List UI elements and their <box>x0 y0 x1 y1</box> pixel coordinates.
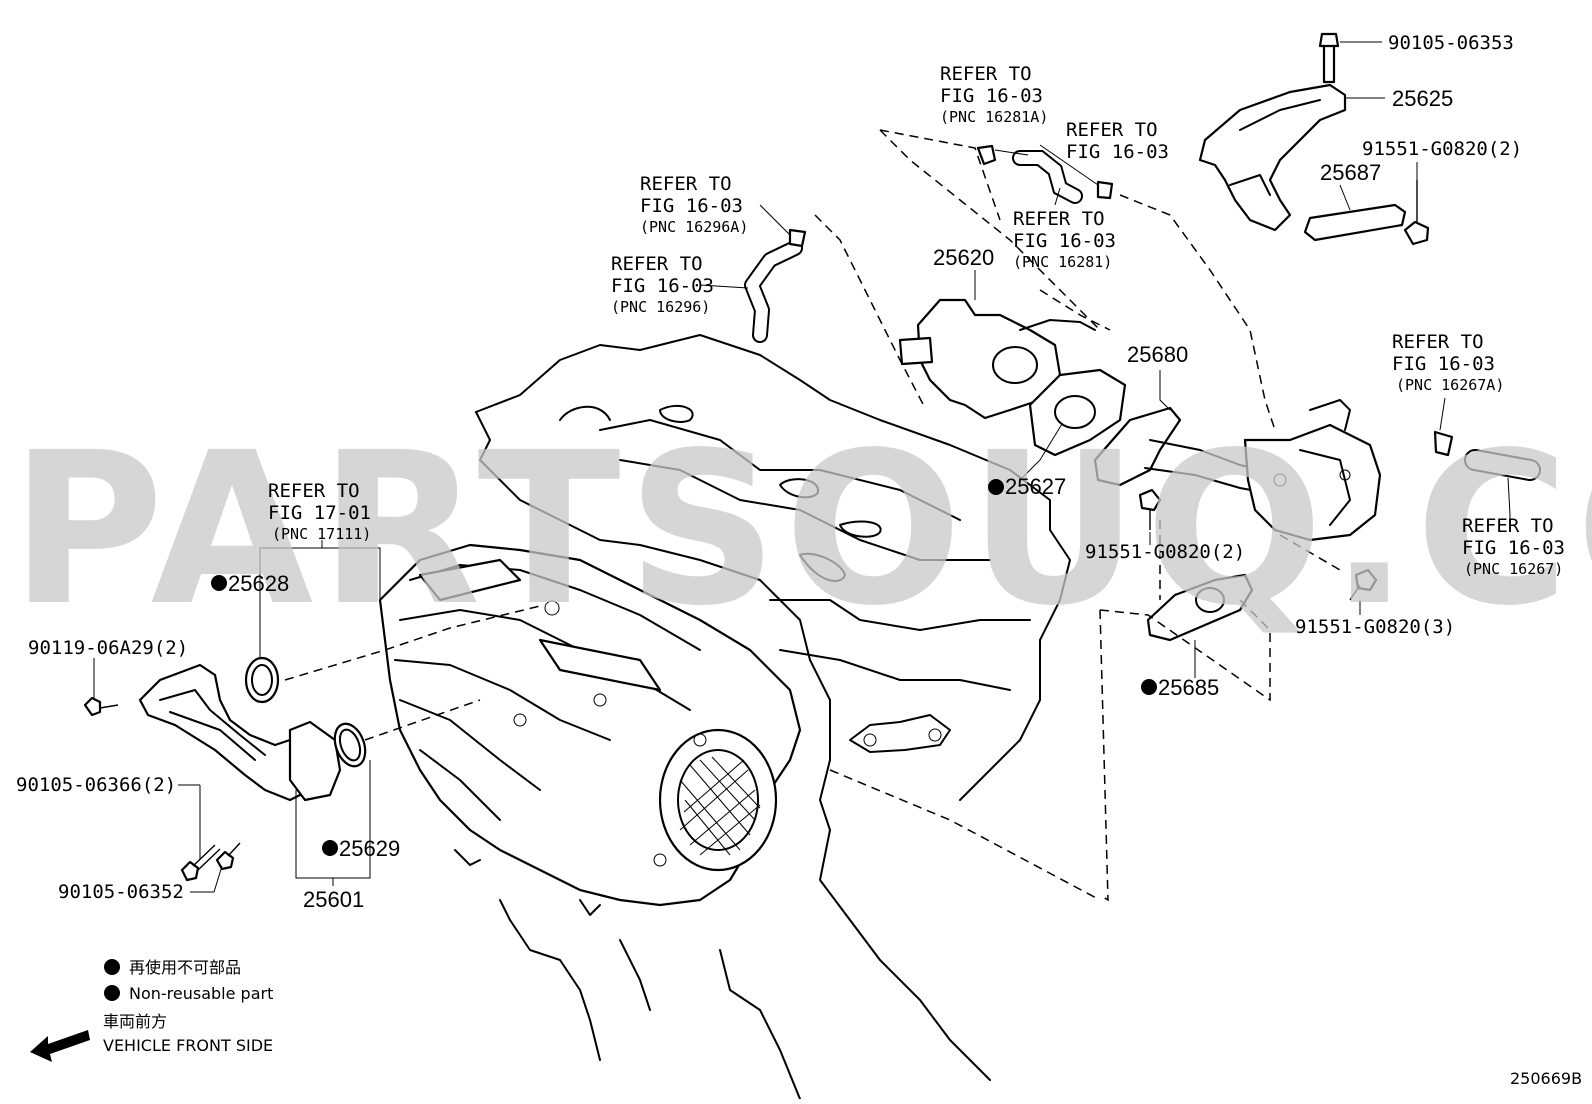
part-25687[interactable]: 25687 <box>1320 160 1381 185</box>
gasket-25629-drawing <box>333 722 367 768</box>
non-reusable-dot <box>988 479 1004 495</box>
legend-non-reusable-jp: 再使用不可部品 <box>129 958 241 977</box>
legend-dot <box>104 985 120 1001</box>
ref-line2: FIG 16-03 <box>640 195 743 217</box>
ref-line1: REFER TO <box>940 63 1032 85</box>
ref-16267: REFER TO FIG 16-03 (PNC 16267) <box>1462 515 1565 578</box>
part-25628[interactable]: 25628 <box>228 571 289 596</box>
part-25601[interactable]: 25601 <box>303 887 364 912</box>
part-25680[interactable]: 25680 <box>1127 342 1188 367</box>
gasket-25628-drawing <box>244 656 280 704</box>
non-reusable-dot <box>211 575 227 591</box>
ref-line1: REFER TO <box>1013 208 1105 230</box>
legend: 再使用不可部品 Non-reusable part 車両前方 VEHICLE F… <box>30 958 273 1062</box>
part-25620[interactable]: 25620 <box>933 245 994 270</box>
legend-front-en: VEHICLE FRONT SIDE <box>103 1036 273 1055</box>
intake-manifold-drawing <box>378 543 802 916</box>
gasket-25627-drawing <box>1028 368 1127 457</box>
ref-line1: REFER TO <box>1392 331 1484 353</box>
non-reusable-dot <box>1141 679 1157 695</box>
ref-line2: FIG 16-03 <box>940 85 1043 107</box>
part-91551-g0820-3[interactable]: 91551-G0820(3) <box>1295 616 1455 638</box>
ref-pnc: (PNC 16281) <box>1013 253 1112 271</box>
bracket-25625-drawing <box>1198 32 1347 232</box>
air-intake-connector-drawing <box>138 663 342 802</box>
dashed-relation-lines <box>284 129 1341 902</box>
legend-front-jp: 車両前方 <box>103 1012 167 1031</box>
ref-17111: REFER TO FIG 17-01 (PNC 17111) <box>268 480 371 543</box>
ref-pnc: (PNC 16296A) <box>640 218 748 236</box>
ref-16267a: REFER TO FIG 16-03 (PNC 16267A) <box>1392 331 1504 394</box>
diagram-code: 250669B <box>1510 1069 1582 1088</box>
part-90105-06353[interactable]: 90105-06353 <box>1388 32 1514 54</box>
plate-25687-drawing <box>1303 203 1407 242</box>
ref-pnc: (PNC 16267) <box>1464 560 1563 578</box>
leader-lines <box>93 41 1511 893</box>
hose-16296-drawing <box>744 240 803 343</box>
part-25629[interactable]: 25629 <box>339 836 400 861</box>
ref-16296a: REFER TO FIG 16-03 (PNC 16296A) <box>640 173 748 236</box>
watermark: PARTSOUQ.COM <box>10 407 1592 652</box>
egr-valve-25620-drawing <box>898 298 1096 420</box>
ref-pnc: (PNC 16281A) <box>940 108 1048 126</box>
ref-line1: REFER TO <box>1462 515 1554 537</box>
engine-block-outline <box>475 334 1071 1100</box>
front-arrow-icon <box>30 1030 90 1062</box>
ref-pnc: (PNC 17111) <box>272 525 371 543</box>
non-reusable-dot <box>322 840 338 856</box>
bolts-right-drawing <box>1138 488 1378 601</box>
part-91551-g0820-2b[interactable]: 91551-G0820(2) <box>1085 541 1245 563</box>
ref-pnc: (PNC 16296) <box>611 298 710 316</box>
ref-line1: REFER TO <box>640 173 732 195</box>
ref-line2: FIG 16-03 <box>1462 537 1565 559</box>
legend-dot <box>104 959 120 975</box>
part-25685[interactable]: 25685 <box>1158 675 1219 700</box>
ref-line1: REFER TO <box>268 480 360 502</box>
ref-line2: FIG 16-03 <box>1392 353 1495 375</box>
gasket-25685-drawing <box>1146 573 1254 642</box>
ref-fig16-03-hose: REFER TO FIG 16-03 <box>1066 119 1169 163</box>
part-90105-06366[interactable]: 90105-06366(2) <box>16 774 176 796</box>
ref-pnc: (PNC 16267A) <box>1396 376 1504 394</box>
part-25625[interactable]: 25625 <box>1392 86 1453 111</box>
legend-non-reusable-en: Non-reusable part <box>129 984 273 1003</box>
egr-cooler-drawing <box>1243 399 1382 542</box>
ref-line2: FIG 17-01 <box>268 502 371 524</box>
ref-line1: REFER TO <box>611 253 703 275</box>
part-91551-g0820-2a[interactable]: 91551-G0820(2) <box>1362 138 1522 160</box>
part-25627[interactable]: 25627 <box>1005 474 1066 499</box>
ref-16296: REFER TO FIG 16-03 (PNC 16296) <box>611 253 714 316</box>
ref-16281a: REFER TO FIG 16-03 (PNC 16281A) <box>940 63 1048 126</box>
ref-line2: FIG 16-03 <box>1066 141 1169 163</box>
part-90105-06352[interactable]: 90105-06352 <box>58 881 184 903</box>
hose-16267-drawing <box>1464 449 1541 481</box>
ref-line2: FIG 16-03 <box>1013 230 1116 252</box>
ref-16281: REFER TO FIG 16-03 (PNC 16281) <box>1013 208 1116 271</box>
ref-line2: FIG 16-03 <box>611 275 714 297</box>
bolt-91551-top-drawing <box>1403 180 1430 246</box>
clamps-drawing <box>788 144 1454 457</box>
hose-16281-drawing <box>1012 150 1083 204</box>
ref-line1: REFER TO <box>1066 119 1158 141</box>
part-90119-06a29[interactable]: 90119-06A29(2) <box>28 637 188 659</box>
